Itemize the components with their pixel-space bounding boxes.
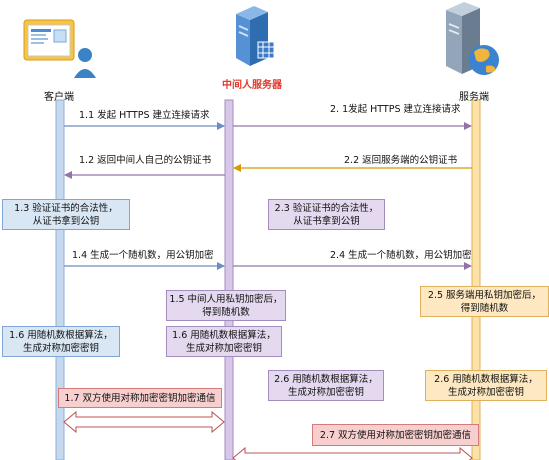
- note-1-3: 1.3 验证证书的合法性， 从证书拿到公钥: [2, 199, 130, 230]
- note-1-5: 1.5 中间人用私钥加密后， 得到随机数: [166, 290, 286, 321]
- note-2-5-line1: 2.5 服务端用私钥加密后，: [427, 289, 542, 301]
- note-2-6-mitm-line2: 生成对称加密密钥: [287, 386, 364, 398]
- client-lifeline: [55, 99, 65, 460]
- note-2-7-text: 2.7 双方使用对称加密密钥加密通信: [319, 429, 472, 441]
- note-2-6-server-line1: 2.6 用随机数根据算法，: [434, 373, 538, 385]
- note-2-6-mitm: 2.6 用随机数根据算法， 生成对称加密密钥: [268, 370, 384, 401]
- message-2-1: 2. 1发起 HTTPS 建立连接请求: [330, 104, 461, 115]
- bidirectional-arrow-1-7: [63, 410, 225, 434]
- note-1-6-mitm-line1: 1.6 用随机数根据算法，: [172, 329, 276, 341]
- mitm-lifeline: [224, 99, 234, 460]
- note-1-3-line2: 从证书拿到公钥: [32, 215, 100, 227]
- message-2-2: 2.2 返回服务端的公钥证书: [344, 155, 458, 166]
- message-1-2: 1.2 返回中间人自己的公钥证书: [79, 155, 212, 166]
- note-2-5: 2.5 服务端用私钥加密后， 得到随机数: [420, 286, 549, 317]
- note-2-5-line2: 得到随机数: [460, 302, 509, 314]
- client-computer-icon: [23, 19, 96, 78]
- note-2-3-line2: 从证书拿到公钥: [293, 215, 360, 227]
- message-1-4: 1.4 生成一个随机数，用公钥加密: [72, 250, 214, 261]
- note-1-5-line2: 得到随机数: [202, 306, 250, 318]
- server-lifeline: [471, 99, 481, 460]
- bidirectional-arrow-2-7: [232, 446, 473, 460]
- note-1-7: 1.7 双方使用对称加密密钥加密通信: [58, 388, 222, 408]
- message-2-4: 2.4 生成一个随机数，用公钥加密: [330, 250, 472, 261]
- participant-mitm-label: 中间人服务器: [222, 80, 282, 91]
- note-1-6-client: 1.6 用随机数根据算法， 生成对称加密密钥: [2, 326, 120, 357]
- web-server-globe-icon: [446, 2, 499, 75]
- note-1-6-client-line2: 生成对称加密密钥: [22, 342, 99, 354]
- note-1-6-client-line1: 1.6 用随机数根据算法，: [9, 329, 113, 341]
- note-2-3-line1: 2.3 验证证书的合法性，: [274, 202, 379, 214]
- note-1-6-mitm-line2: 生成对称加密密钥: [185, 342, 262, 354]
- note-1-5-line1: 1.5 中间人用私钥加密后，: [169, 293, 283, 305]
- note-2-7: 2.7 双方使用对称加密密钥加密通信: [312, 424, 479, 446]
- note-2-6-server-line2: 生成对称加密密钥: [447, 386, 524, 398]
- note-1-6-mitm: 1.6 用随机数根据算法， 生成对称加密密钥: [166, 326, 282, 357]
- note-2-6-server: 2.6 用随机数根据算法， 生成对称加密密钥: [425, 370, 547, 401]
- note-1-7-text: 1.7 双方使用对称加密密钥加密通信: [64, 392, 216, 404]
- participant-client-label: 客户端: [44, 92, 74, 103]
- note-1-3-line1: 1.3 验证证书的合法性，: [14, 202, 118, 214]
- message-1-1: 1.1 发起 HTTPS 建立连接请求: [79, 110, 210, 121]
- participant-server-label: 服务端: [459, 92, 489, 103]
- server-tower-icon: [236, 6, 275, 66]
- note-2-6-mitm-line1: 2.6 用随机数根据算法，: [274, 373, 378, 385]
- note-2-3: 2.3 验证证书的合法性， 从证书拿到公钥: [268, 199, 385, 230]
